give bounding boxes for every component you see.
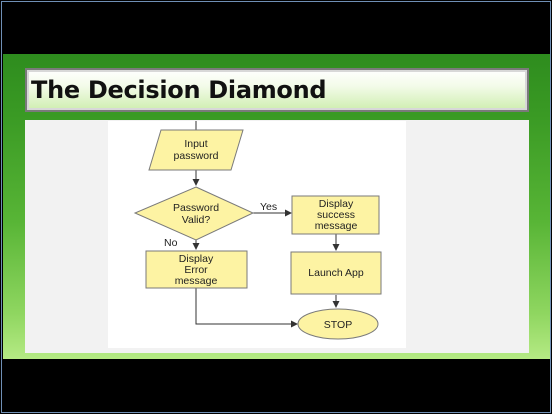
- decision-label-line1: Password: [173, 202, 219, 214]
- success-message-box: [291, 195, 380, 235]
- no-label: No: [164, 237, 178, 249]
- stop-terminator: [297, 308, 379, 340]
- yes-label: Yes: [260, 201, 277, 213]
- success-label-line3: message: [315, 220, 358, 232]
- error-label-line1: Display: [179, 253, 214, 265]
- decision-label-line2: Valid?: [182, 214, 211, 226]
- input-label-line1: Input: [184, 138, 207, 150]
- error-label-line3: message: [175, 275, 218, 287]
- input-label-line2: password: [174, 150, 219, 162]
- flowchart-area: Input password Password Valid? Yes No Di…: [108, 121, 406, 348]
- decision-diamond: [133, 186, 255, 241]
- error-label-line2: Error: [184, 264, 208, 276]
- input-parallelogram: [148, 129, 244, 171]
- slide-title: The Decision Diamond: [31, 76, 327, 104]
- success-label-line2: success: [317, 209, 355, 221]
- error-message-box: [145, 250, 248, 289]
- connector-error-to-stop: [195, 288, 298, 328]
- launch-app-label: Launch App: [308, 267, 364, 279]
- success-label-line1: Display: [319, 198, 354, 210]
- stop-label: STOP: [324, 319, 352, 331]
- flowchart-diagram: Input password Password Valid? Yes No Di…: [133, 121, 382, 340]
- title-bar: The Decision Diamond: [25, 68, 529, 112]
- launch-app-box: [290, 251, 382, 295]
